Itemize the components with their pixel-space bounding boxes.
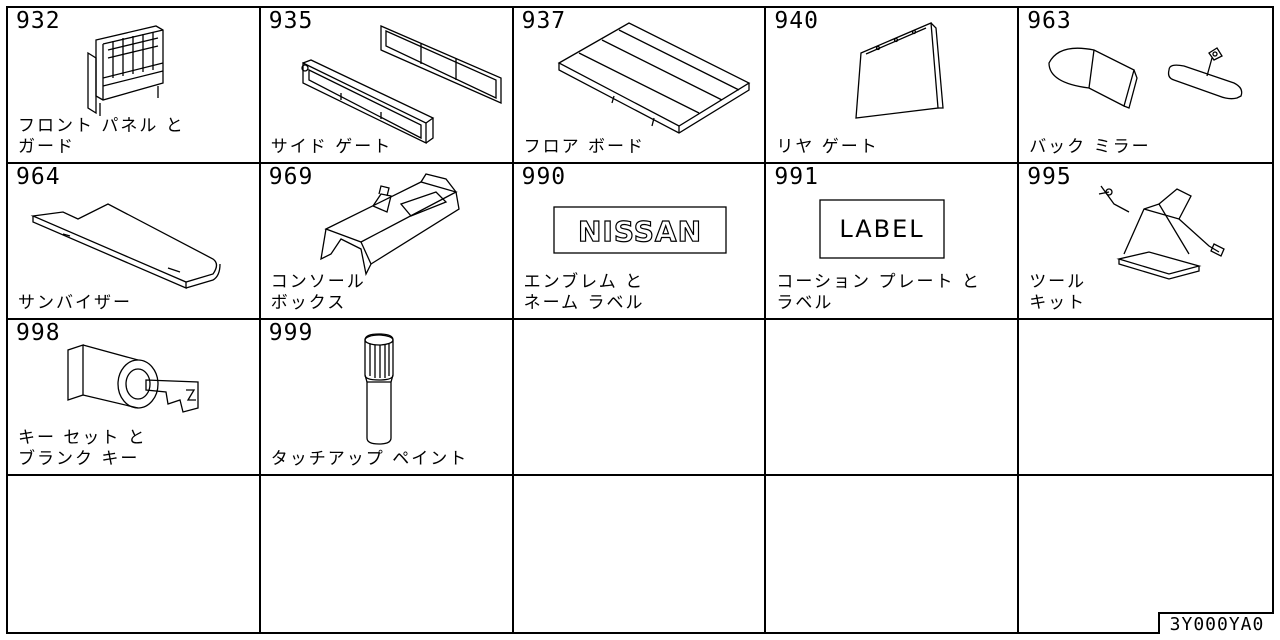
floor-board-illustration bbox=[557, 22, 750, 134]
part-number: 964 bbox=[16, 164, 61, 190]
side-gate-illustration bbox=[301, 25, 502, 145]
emblem-illustration: NISSAN bbox=[552, 206, 727, 254]
part-number: 937 bbox=[521, 8, 567, 34]
empty-cell bbox=[8, 476, 261, 632]
jack-tool-illustration bbox=[1099, 185, 1226, 280]
touch-up-paint-illustration bbox=[364, 333, 394, 445]
part-number: 990 bbox=[521, 164, 567, 190]
part-cell-991[interactable]: 991 LABEL コーション プレート とラベル bbox=[766, 164, 1020, 320]
part-number: 963 bbox=[1027, 8, 1072, 34]
empty-cell bbox=[261, 476, 514, 632]
part-cell-998[interactable]: 998 キー セット とブランク キー bbox=[8, 320, 261, 476]
empty-cell bbox=[1019, 476, 1272, 632]
key-cylinder-illustration bbox=[67, 344, 199, 413]
part-cell-990[interactable]: 990 NISSAN エンブレム とネーム ラベル bbox=[513, 164, 767, 320]
part-label: フロア ボード bbox=[523, 137, 645, 157]
emblem-text: NISSAN bbox=[578, 215, 702, 248]
part-number: 969 bbox=[268, 164, 314, 190]
part-label: サイド ゲート bbox=[270, 137, 393, 157]
front-panel-guard-illustration bbox=[87, 25, 164, 116]
diagram-code: 3Y000YA0 bbox=[1158, 612, 1274, 635]
rear-gate-illustration bbox=[855, 22, 945, 119]
empty-cell bbox=[513, 320, 767, 476]
part-label: コンソールボックス bbox=[270, 272, 366, 313]
part-label: フロント パネル とガード bbox=[18, 116, 185, 157]
part-cell-935[interactable]: 935 サイド ゲート bbox=[260, 8, 514, 164]
part-number: 998 bbox=[16, 320, 61, 346]
empty-cell bbox=[766, 320, 1020, 476]
label-plate-illustration: LABEL bbox=[819, 199, 946, 259]
part-cell-932[interactable]: 932 フロント パネル とガード bbox=[8, 8, 261, 164]
part-cell-963[interactable]: 963 バック ミラー bbox=[1019, 8, 1272, 164]
part-cell-999[interactable]: 999 タッチアップ ペイント bbox=[260, 320, 514, 476]
part-label: エンブレム とネーム ラベル bbox=[523, 272, 645, 313]
part-cell-937[interactable]: 937 フロア ボード bbox=[513, 8, 767, 164]
part-number: 932 bbox=[16, 8, 61, 34]
part-number: 940 bbox=[774, 8, 819, 34]
part-label: タッチアップ ペイント bbox=[270, 449, 469, 469]
part-label: ツールキット bbox=[1029, 272, 1087, 313]
plate-text: LABEL bbox=[840, 215, 925, 243]
part-label: バック ミラー bbox=[1029, 137, 1151, 157]
empty-cell bbox=[1019, 320, 1272, 476]
part-cell-969[interactable]: 969 コンソールボックス bbox=[260, 164, 514, 320]
part-label: キー セット とブランク キー bbox=[18, 428, 147, 469]
part-number: 991 bbox=[774, 164, 819, 190]
part-cell-940[interactable]: 940 リヤ ゲート bbox=[766, 8, 1020, 164]
part-number: 999 bbox=[268, 320, 314, 346]
part-label: リヤ ゲート bbox=[776, 137, 879, 157]
part-label: サンバイザー bbox=[18, 293, 132, 313]
part-cell-964[interactable]: 964 サンバイザー bbox=[8, 164, 261, 320]
part-number: 995 bbox=[1027, 164, 1072, 190]
part-label: コーション プレート とラベル bbox=[776, 272, 981, 313]
part-cell-995[interactable]: 995 ツールキット bbox=[1019, 164, 1272, 320]
back-mirror-illustration bbox=[1048, 47, 1243, 109]
empty-cell bbox=[766, 476, 1020, 632]
sun-visor-illustration bbox=[30, 203, 221, 289]
empty-cell bbox=[514, 476, 767, 632]
part-number: 935 bbox=[268, 8, 314, 34]
console-box-illustration bbox=[319, 173, 460, 276]
parts-grid: 932 フロント パネル とガード 935 サイド ゲート bbox=[6, 6, 1274, 634]
